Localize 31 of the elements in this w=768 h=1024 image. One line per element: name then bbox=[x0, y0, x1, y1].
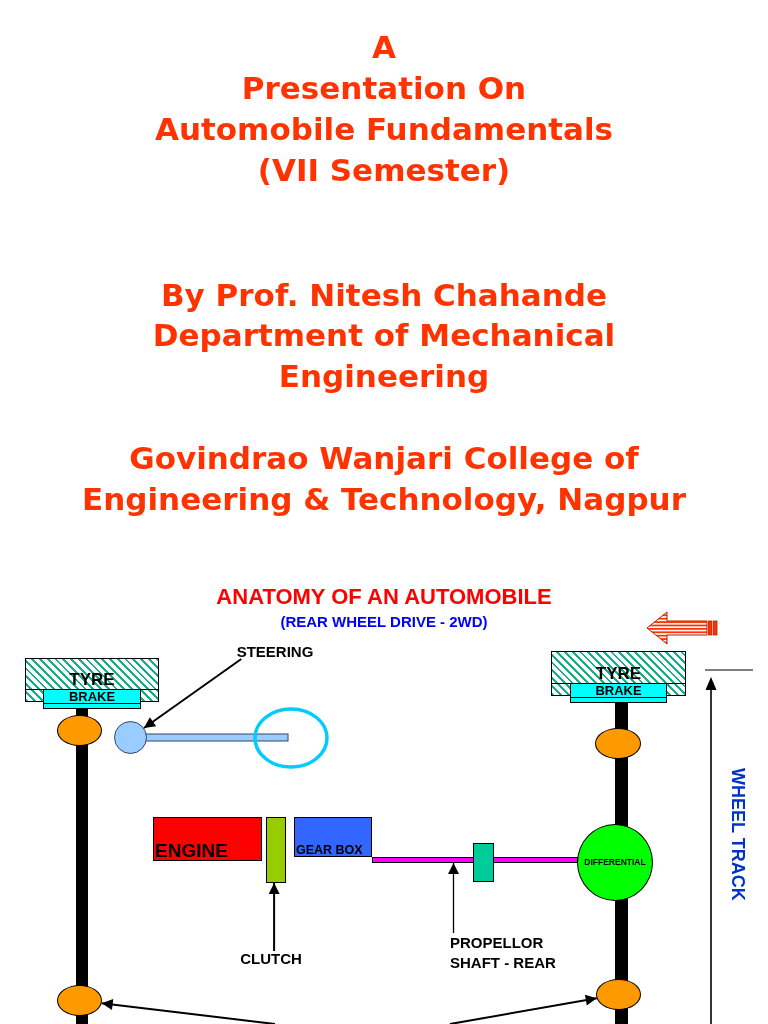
department-name: Department of Mechanical Engineering bbox=[151, 316, 617, 396]
axle-mount bbox=[57, 985, 102, 1016]
brake-block bbox=[43, 689, 141, 709]
section-heading: ANATOMY OF AN AUTOMOBILE bbox=[216, 584, 552, 610]
clutch-plate bbox=[266, 817, 286, 883]
leader-arrow bbox=[143, 658, 243, 729]
engine-block bbox=[153, 817, 262, 861]
steering-knob bbox=[114, 721, 147, 754]
leader-arrow bbox=[448, 862, 459, 934]
axle-mount bbox=[595, 728, 641, 759]
part-label: GEAR BOX bbox=[296, 844, 363, 857]
callout-label: PROPELLOR SHAFT - REAR bbox=[450, 933, 568, 973]
universal-joint bbox=[473, 843, 494, 882]
part-label: DIFFERENTIAL bbox=[584, 858, 646, 867]
section-subheading: (REAR WHEEL DRIVE - 2WD) bbox=[280, 613, 488, 631]
leader-arrow bbox=[449, 994, 598, 1024]
leader-arrow bbox=[268, 882, 280, 952]
callout-label: STEERING bbox=[236, 644, 314, 659]
dimension-label: WHEEL TRACK bbox=[728, 768, 748, 901]
part-label: ENGINE bbox=[155, 841, 228, 860]
axle-mount bbox=[596, 979, 641, 1010]
part-label: BRAKE bbox=[68, 690, 116, 703]
leader-arrow bbox=[100, 999, 276, 1024]
gearbox-block bbox=[294, 817, 372, 857]
brake-block bbox=[570, 683, 667, 703]
axle-mount bbox=[57, 715, 102, 746]
slide-title: A Presentation On Automobile Fundamentals (VII Semester) bbox=[154, 28, 614, 190]
college-name: Govindrao Wanjari College of Engineering & Technology, Nagpur bbox=[81, 439, 687, 519]
author-name: By Prof. Nitesh Chahande bbox=[161, 276, 607, 315]
part-label: BRAKE bbox=[595, 684, 642, 697]
callout-label: CLUTCH bbox=[240, 951, 302, 966]
